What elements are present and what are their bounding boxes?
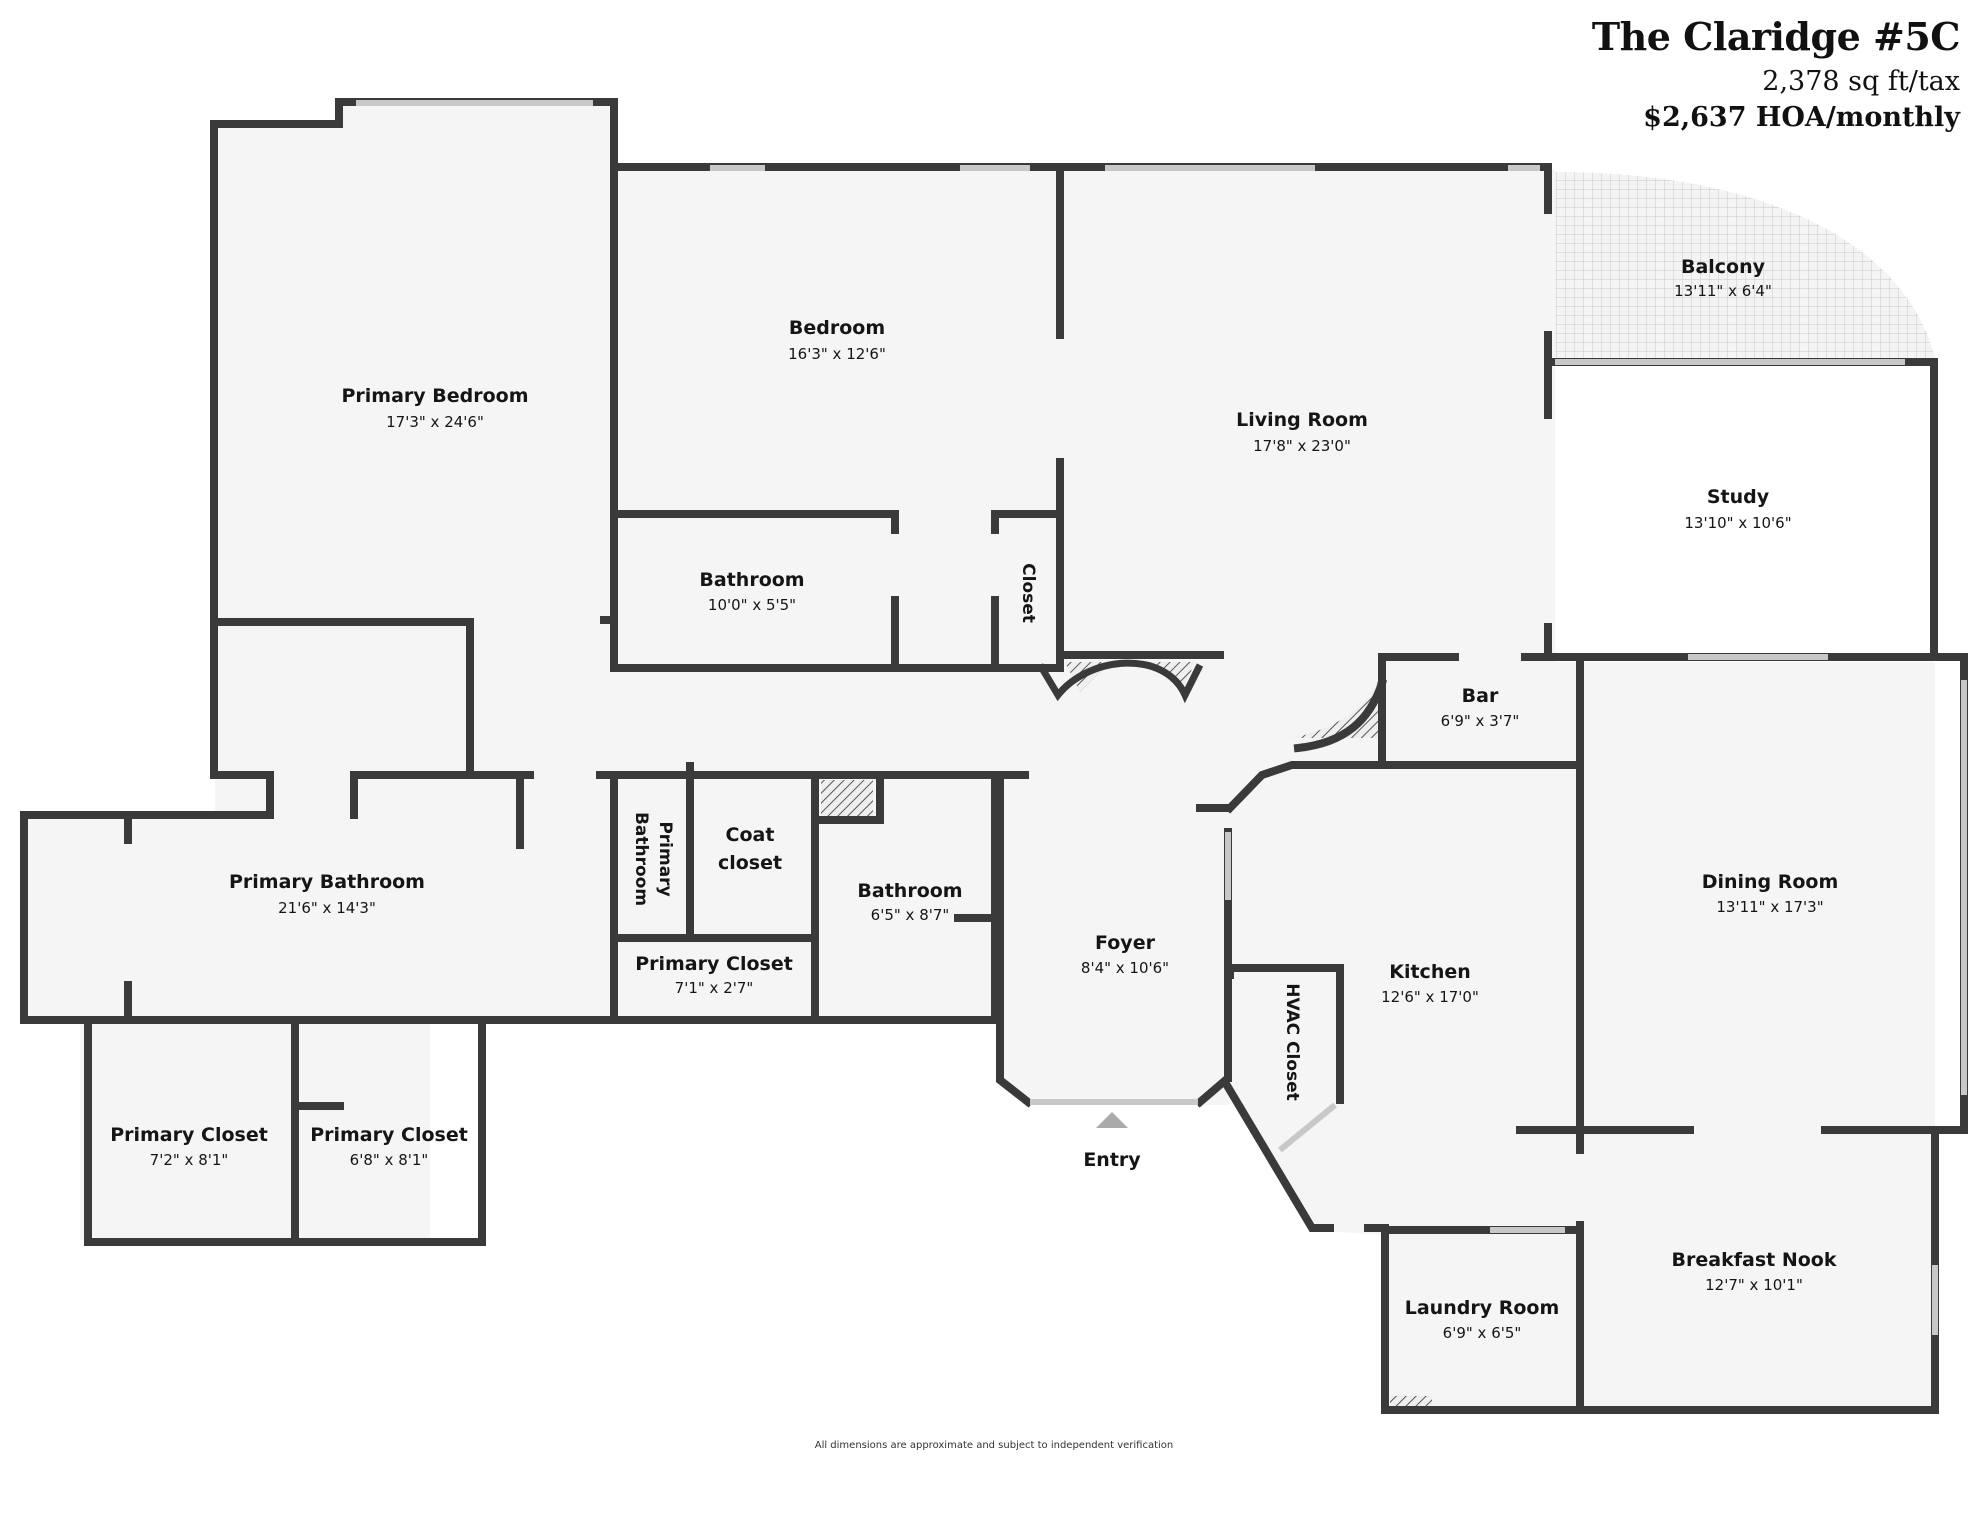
label-bar: Bar [1462, 685, 1499, 707]
wall-top-exterior [610, 163, 1552, 214]
label-dining-room: Dining Room [1702, 871, 1839, 893]
dims-bathroom-lower: 6'5" x 8'7" [871, 906, 950, 924]
dims-foyer: 8'4" x 10'6" [1081, 959, 1169, 977]
label-coat-closet-line2: closet [718, 852, 782, 874]
wall-chase [811, 771, 884, 824]
wall-bar-curve [1293, 677, 1388, 753]
dims-primary-closet-right: 6'8" x 8'1" [350, 1151, 429, 1169]
dims-primary-bathroom: 21'6" x 14'3" [278, 899, 376, 917]
dims-breakfast-nook: 12'7" x 10'1" [1705, 1276, 1803, 1294]
label-primary-closet-small: Primary Closet [635, 953, 793, 975]
label-primary-bathroom: Primary Bathroom [229, 871, 425, 893]
dims-primary-closet-left: 7'2" x 8'1" [150, 1151, 229, 1169]
label-primary-bathroom-small-line1: Primary [655, 821, 675, 896]
dims-bar: 6'9" x 3'7" [1441, 712, 1520, 730]
label-primary-closet-left: Primary Closet [110, 1124, 268, 1146]
dims-primary-closet-small: 7'1" x 2'7" [675, 979, 754, 997]
label-study: Study [1707, 486, 1770, 508]
label-bathroom-upper: Bathroom [699, 569, 804, 591]
label-hvac-closet: HVAC Closet [1282, 983, 1302, 1101]
dims-kitchen: 12'6" x 17'0" [1381, 988, 1479, 1006]
dims-laundry-room: 6'9" x 6'5" [1443, 1324, 1522, 1342]
wall-kitchen-angled [1219, 1076, 1334, 1232]
dims-balcony: 13'11" x 6'4" [1674, 282, 1772, 300]
label-living-room: Living Room [1236, 409, 1368, 431]
dims-study: 13'10" x 10'6" [1684, 514, 1791, 532]
label-bedroom: Bedroom [789, 317, 885, 339]
room-labels: Primary Bedroom 17'3" x 24'6" Bedroom 16… [110, 256, 1838, 1342]
label-entry: Entry [1083, 1149, 1141, 1171]
label-primary-closet-right: Primary Closet [310, 1124, 468, 1146]
dims-living-room: 17'8" x 23'0" [1253, 437, 1351, 455]
wall-primary-dressing [210, 618, 474, 779]
wall-lower-closets [84, 1016, 486, 1246]
listing-square-footage: 2,378 sq ft/tax [1762, 66, 1960, 97]
label-foyer: Foyer [1095, 932, 1156, 954]
wall-hvac [1226, 964, 1344, 1104]
label-breakfast-nook: Breakfast Nook [1672, 1249, 1837, 1271]
laundry-hatch [1390, 1396, 1432, 1408]
floor-areas [24, 105, 1935, 1410]
laundry-floor [1385, 1230, 1575, 1410]
wall-bedroom-bath-bottom [610, 163, 1064, 672]
interior-floor [24, 105, 1935, 1410]
wall-primary-bath-outer [20, 771, 1004, 1024]
label-kitchen: Kitchen [1389, 961, 1471, 983]
entry-arrow-icon [1096, 1112, 1128, 1128]
windows [356, 100, 1967, 1335]
label-bathroom-lower: Bathroom [857, 880, 962, 902]
label-closet: Closet [1018, 563, 1038, 623]
wall-study-outer [1544, 358, 1938, 661]
dims-primary-bedroom: 17'3" x 24'6" [386, 413, 484, 431]
label-coat-closet-line1: Coat [726, 824, 775, 846]
label-primary-bathroom-small-line2: Bathroom [631, 812, 651, 906]
disclaimer-text: All dimensions are approximate and subje… [814, 1440, 1174, 1451]
listing-hoa-fee: $2,637 HOA/monthly [1643, 102, 1960, 133]
wall-foyer-left [996, 771, 1034, 1108]
chase-hatch [821, 780, 873, 817]
label-balcony: Balcony [1681, 256, 1766, 278]
balcony-deck [1555, 172, 1935, 358]
label-laundry-room: Laundry Room [1405, 1297, 1560, 1319]
dims-bathroom-upper: 10'0" x 5'5" [708, 596, 796, 614]
dims-dining-room: 13'11" x 17'3" [1716, 898, 1823, 916]
dims-bedroom: 16'3" x 12'6" [788, 345, 886, 363]
opening-hvac [1278, 1102, 1337, 1153]
listing-title: The Claridge #5C [1591, 14, 1961, 59]
wall-kitchen-top [1224, 653, 1386, 814]
wall-archway [1036, 659, 1204, 704]
wall-primary-bedroom-outer [210, 98, 618, 779]
label-primary-bedroom: Primary Bedroom [341, 385, 528, 407]
